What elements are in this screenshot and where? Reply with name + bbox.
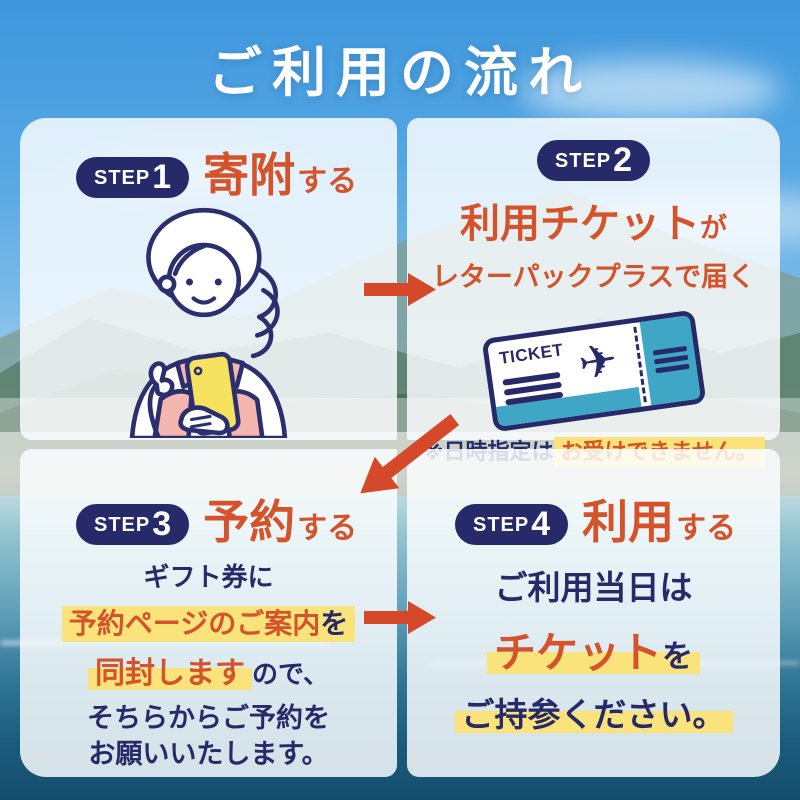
step4-badge: STEP 4 xyxy=(455,504,569,545)
step3-line4: そちらからご予約を xyxy=(87,703,330,733)
step4-line2-highlight: チケット xyxy=(493,629,662,676)
step-badge-number: 3 xyxy=(152,504,172,543)
step4-title: 利用 xyxy=(582,496,675,548)
step4-title-suffix: する xyxy=(676,512,737,545)
step4-panel: STEP 4 利用 する ご利用当日は チケットを ご持参ください。 xyxy=(407,449,780,777)
step-badge-label: STEP xyxy=(94,166,151,189)
step4-body: ご利用当日は チケットを ご持参ください。 xyxy=(407,561,780,736)
step3-line3-highlight: 同封します xyxy=(95,657,246,690)
arrow-diagonal-icon-step2-step3 xyxy=(344,398,469,510)
cloud xyxy=(520,60,780,120)
step3-line3-suffix: ので、 xyxy=(252,659,329,689)
arrow-right-icon-step3-step4 xyxy=(364,599,436,641)
step-badge-label: STEP xyxy=(554,149,612,172)
step3-line2-suffix: を xyxy=(320,608,349,639)
step2-headline-main: 利用チケット xyxy=(460,202,700,246)
step3-title-suffix: する xyxy=(297,512,358,545)
step4-line3: ご持参ください。 xyxy=(407,688,780,736)
airplane-icon: ✈ xyxy=(573,331,622,392)
step2-panel: STEP 2 利用チケットが レターパックプラスで届く TICKET ✈ ※日時… xyxy=(407,118,780,467)
step2-badge: STEP 2 xyxy=(536,140,651,181)
step1-header: STEP 1 寄附 する xyxy=(20,152,397,198)
step1-title-suffix: する xyxy=(297,165,358,198)
step1-badge: STEP 1 xyxy=(76,157,190,198)
arrow-right-icon-step1-step2 xyxy=(364,271,436,313)
step2-headline: 利用チケットが xyxy=(407,191,780,249)
step-badge-number: 2 xyxy=(613,140,633,179)
ticket-stub-lines xyxy=(652,345,690,377)
step4-header: STEP 4 利用 する xyxy=(407,499,780,545)
step3-header: STEP 3 予約 する xyxy=(20,499,397,545)
step3-line1: ギフト券に xyxy=(143,562,274,592)
step-badge-label: STEP xyxy=(94,513,151,536)
step4-line1: ご利用当日は xyxy=(494,569,693,606)
step3-line3: 同封しますので、 xyxy=(20,648,397,692)
step-badge-label: STEP xyxy=(473,513,530,536)
step1-title: 寄附 xyxy=(203,149,296,201)
step2-headline-line2: レターパックプラスで届く xyxy=(431,262,756,292)
step3-line2: 予約ページのご案内を xyxy=(20,602,397,642)
ticket-illustration: TICKET ✈ xyxy=(481,309,706,433)
page-title: ご利用の流れ xyxy=(208,43,592,103)
step1-panel: STEP 1 寄附 する xyxy=(20,118,397,443)
step3-body: ギフト券に 予約ページのご案内を 同封しますので、 そちらからご予約を お願いい… xyxy=(20,557,397,773)
step3-badge: STEP 3 xyxy=(76,504,190,545)
step3-line2-highlight: 予約ページのご案内 xyxy=(68,608,321,639)
step4-line2-suffix: を xyxy=(662,639,693,674)
step4-line2: チケットを xyxy=(407,619,780,680)
step-badge-number: 1 xyxy=(152,157,172,196)
woman-phone-illustration xyxy=(20,202,397,443)
ticket-label: TICKET xyxy=(497,340,564,368)
step3-panel: STEP 3 予約 する ギフト券に 予約ページのご案内を 同封しますので、 そ… xyxy=(20,449,397,777)
step2-headline-suffix: が xyxy=(700,213,727,243)
step3-title: 予約 xyxy=(203,496,296,548)
step-badge-number: 4 xyxy=(531,504,551,543)
step3-line5: お願いいたします。 xyxy=(88,739,329,770)
